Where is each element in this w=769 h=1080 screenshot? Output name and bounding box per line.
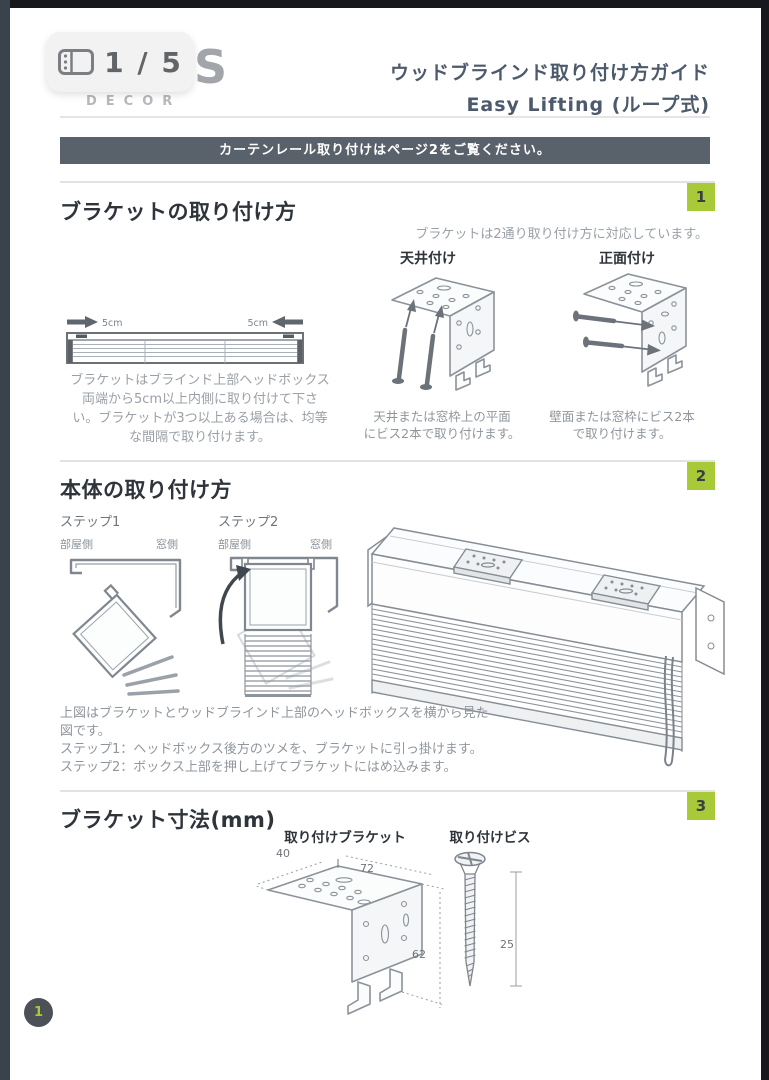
step1-label: ステップ1 <box>60 515 121 530</box>
step1-diagram <box>69 558 182 696</box>
section1-heading: ブラケットの取り付け方 <box>60 200 297 224</box>
step1-room-side-label: 部屋側 <box>60 538 93 551</box>
front-mount-illustration <box>573 273 687 387</box>
bracket-dimension-label: 取り付けブラケット <box>284 830 406 846</box>
ceiling-mount-illustration <box>391 277 495 391</box>
headbox-spacing-diagram: 5cm 5cm <box>66 316 304 364</box>
notice-banner: カーテンレール取り付けはページ2をご覧ください。 <box>60 137 710 164</box>
ceiling-mount-caption: 天井または窓枠上の平面 にビス2本で取り付けます。 <box>363 409 521 441</box>
section3-badge: 3 <box>687 792 715 820</box>
header-divider <box>60 116 710 118</box>
title-line-2: Easy Lifting (ループ式) <box>466 94 710 116</box>
dim-62-label: 62 <box>412 948 426 961</box>
section2-badge: 2 <box>687 462 715 490</box>
bracket-dimension-diagram: 40 72 62 <box>255 847 445 1015</box>
push-up-arrow <box>218 570 245 645</box>
step2-diagram <box>218 556 339 697</box>
loop-cord <box>663 655 675 767</box>
section3-divider <box>60 790 715 792</box>
document-title: ウッドブラインド取り付け方ガイド Easy Lifting (ループ式) <box>390 58 710 117</box>
dim-40-label: 40 <box>276 847 290 860</box>
page-number-circle: 1 <box>24 998 53 1027</box>
step2-label: ステップ2 <box>218 515 279 530</box>
screw-dimension-label: 取り付けビス <box>449 830 531 846</box>
pages-icon <box>58 49 95 75</box>
ceiling-mount-label: 天井付け <box>400 251 456 267</box>
ceiling-screws <box>392 299 444 390</box>
installation-description: 上図はブラケットとウッドブラインド上部のヘッドボックスを横から見た 図です。 ス… <box>60 706 489 775</box>
dim-25-label: 25 <box>500 938 514 951</box>
section1-divider <box>60 181 715 183</box>
brand-logo-subtext: DECOR <box>86 94 182 109</box>
page-indicator-label: 1 / 5 <box>104 45 183 79</box>
bracket-placement-note: ブラケットはブラインド上部ヘッドボックス 両端から5cm以上内側に取り付けて下さ… <box>70 373 330 445</box>
viewer-edge <box>0 0 10 1080</box>
spacing-dim-right: 5cm <box>247 318 268 329</box>
section1-intro: ブラケットは2通り取り付け方に対応しています。 <box>415 227 708 242</box>
title-line-1: ウッドブラインド取り付け方ガイド <box>389 62 710 84</box>
dim-72-label: 72 <box>360 862 374 875</box>
blind-overview-illustration <box>367 527 725 767</box>
brand-logo-letter: S <box>194 40 228 94</box>
step2-room-side-label: 部屋側 <box>218 538 251 551</box>
step2-window-side-label: 窓側 <box>310 538 332 551</box>
section2-divider <box>60 460 715 462</box>
front-screws <box>573 310 661 356</box>
front-mount-label: 正面付け <box>599 251 655 267</box>
spacing-dim-left: 5cm <box>102 318 123 329</box>
section3-heading: ブラケット寸法(mm) <box>60 808 276 832</box>
front-mount-caption: 壁面または窓枠にビス2本 で取り付けます。 <box>549 409 695 441</box>
section1-badge: 1 <box>687 183 715 211</box>
screw-diagram: 25 <box>454 851 522 987</box>
document-page: S DECOR 1 / 5 ウッドブラインド取り付け方ガイド Easy Lift… <box>10 8 761 1080</box>
section2-heading: 本体の取り付け方 <box>60 478 232 502</box>
step1-window-side-label: 窓側 <box>156 538 178 551</box>
page-indicator[interactable]: 1 / 5 <box>46 32 194 92</box>
